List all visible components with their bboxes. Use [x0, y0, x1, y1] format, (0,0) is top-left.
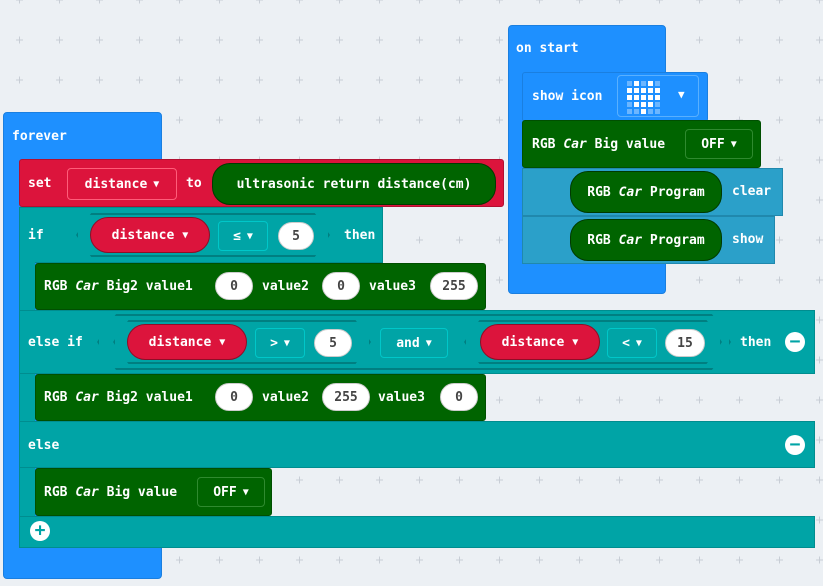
add-else-if-icon[interactable]: + — [30, 521, 50, 541]
operator-dropdown[interactable]: >▼ — [255, 328, 305, 358]
rgb-car-big2-block[interactable] — [35, 374, 486, 421]
big-value-dropdown[interactable]: OFF ▼ — [685, 129, 753, 159]
value3-input[interactable]: 255 — [430, 272, 478, 300]
number-input[interactable]: 15 — [665, 329, 705, 357]
rgb-car-big-value-block[interactable] — [35, 468, 272, 516]
chevron-down-icon: ▼ — [425, 337, 432, 349]
if-block-footer[interactable] — [19, 516, 815, 548]
distance-variable-reporter[interactable]: distance▼ — [127, 324, 247, 360]
else-if-label: else if — [28, 335, 83, 350]
number-input[interactable]: 5 — [314, 329, 352, 357]
big-value-dropdown-value: OFF — [701, 136, 725, 152]
chevron-down-icon: ▼ — [572, 336, 579, 348]
rgb-car-program-reporter[interactable]: RGB Car Program — [570, 219, 722, 261]
show-icon-label: show icon — [532, 89, 603, 104]
chevron-down-icon: ▼ — [283, 337, 290, 349]
operator-dropdown[interactable]: ≤▼ — [218, 221, 268, 251]
chevron-down-icon: ▼ — [635, 337, 642, 349]
ultrasonic-distance-reporter[interactable]: ultrasonic return distance(cm) — [212, 163, 496, 205]
distance-variable-reporter[interactable]: distance▼ — [480, 324, 600, 360]
variable-dropdown-value: distance — [84, 176, 148, 192]
value2-input[interactable]: 255 — [322, 383, 370, 411]
if-label: if — [28, 228, 44, 243]
remove-else-icon[interactable]: − — [785, 435, 805, 455]
forever-label: forever — [12, 129, 67, 144]
value2-label: value2 — [262, 279, 309, 294]
set-label: set — [28, 176, 52, 191]
value1-input[interactable]: 0 — [215, 383, 253, 411]
chevron-down-icon: ▼ — [678, 88, 685, 101]
big-value-label: RGB Car Big value — [44, 485, 178, 500]
big-value-dropdown[interactable]: OFF ▼ — [197, 477, 265, 507]
big-value-label: RGB Car Big value — [532, 137, 666, 152]
to-label: to — [186, 176, 202, 191]
rgb-car-program-reporter[interactable]: RGB Car Program — [570, 171, 722, 213]
chevron-down-icon: ▼ — [242, 486, 249, 498]
if-else-spine — [19, 262, 35, 548]
value3-label: value3 — [378, 390, 425, 405]
program-show-action: show — [732, 232, 764, 247]
operator-dropdown-value: < — [622, 335, 630, 351]
chevron-down-icon: ▼ — [153, 178, 160, 190]
big2-label: RGB Car Big2 value1 — [44, 390, 193, 405]
value3-label: value3 — [369, 279, 416, 294]
value3-input[interactable]: 0 — [440, 383, 478, 411]
operator-dropdown-value: > — [270, 335, 278, 351]
chevron-down-icon: ▼ — [219, 336, 226, 348]
big2-label: RGB Car Big2 value1 — [44, 279, 193, 294]
program-clear-action: clear — [732, 184, 772, 199]
on-start-label: on start — [516, 41, 579, 56]
big-value-dropdown-value: OFF — [213, 484, 237, 500]
number-input[interactable]: 5 — [278, 222, 314, 250]
chevron-down-icon: ▼ — [730, 138, 737, 150]
chevron-down-icon: ▼ — [182, 229, 189, 241]
remove-else-if-icon[interactable]: − — [785, 332, 805, 352]
heart-icon — [627, 81, 660, 114]
distance-variable-reporter[interactable]: distance▼ — [90, 217, 210, 253]
else-label: else — [28, 438, 60, 453]
value1-input[interactable]: 0 — [215, 272, 253, 300]
operator-dropdown[interactable]: <▼ — [607, 328, 657, 358]
operator-dropdown-value: ≤ — [233, 228, 241, 244]
logic-dropdown-value: and — [396, 335, 420, 351]
variable-dropdown[interactable]: distance ▼ — [67, 168, 177, 200]
then-label: then — [740, 335, 772, 350]
then-label: then — [344, 228, 376, 243]
rgb-car-big2-block[interactable] — [35, 263, 486, 310]
icon-picker[interactable]: ▼ — [617, 75, 699, 117]
logic-operator-dropdown[interactable]: and ▼ — [380, 328, 448, 358]
chevron-down-icon: ▼ — [246, 230, 253, 242]
value2-label: value2 — [262, 390, 309, 405]
else-row[interactable] — [19, 421, 815, 468]
value2-input[interactable]: 0 — [322, 272, 360, 300]
